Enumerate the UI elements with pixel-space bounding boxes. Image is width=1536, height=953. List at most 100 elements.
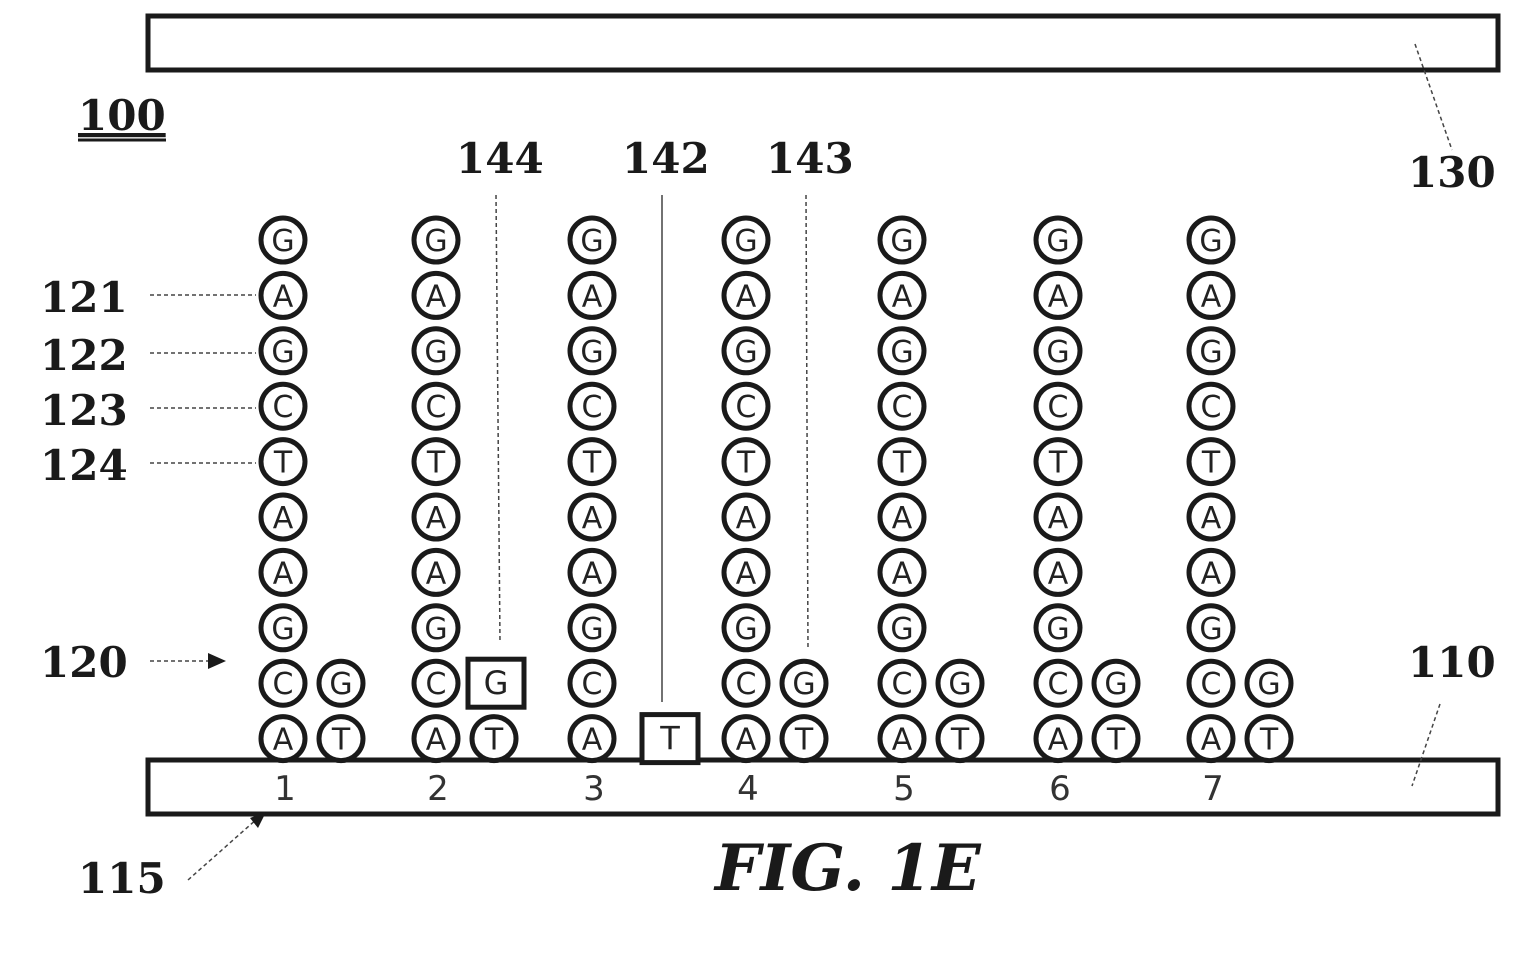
complement-7-top-letter: G (1257, 667, 1280, 702)
strand-6-base-7-letter: A (1048, 556, 1069, 591)
complement-2-top-square (465, 656, 527, 710)
strand-6-base-5-circle (1033, 437, 1083, 487)
strand-3-base-4-letter: C (582, 390, 603, 425)
complement-4-top-circle (779, 658, 829, 708)
strand-3-base-10-circle (567, 714, 617, 764)
strand-5-base-9-letter: C (892, 667, 913, 702)
position-number-1: 1 (274, 769, 296, 809)
strand-1-base-8-circle (258, 603, 308, 653)
strand-2-base-4-circle (411, 381, 461, 431)
strand-6-base-1-circle (1033, 215, 1083, 265)
strand-7-base-5-letter: T (1201, 446, 1221, 481)
strand-6-base-8-letter: G (1046, 612, 1069, 647)
label-120: 120 (40, 638, 128, 687)
strand-7-base-2-circle (1186, 270, 1236, 320)
strand-1-base-4-letter: C (273, 390, 294, 425)
strand-1-base-9-letter: C (273, 667, 294, 702)
figure-caption: FIG. 1E (713, 831, 982, 906)
strand-5-base-1-circle (877, 215, 927, 265)
strand-5-base-4-circle (877, 381, 927, 431)
strand-6-base-9-letter: C (1048, 667, 1069, 702)
strand-5-base-1-letter: G (890, 224, 913, 259)
strand-6-base-3-circle (1033, 326, 1083, 376)
strand-6-base-6-circle (1033, 492, 1083, 542)
label-110: 110 (1408, 638, 1496, 687)
strand-7-base-3-circle (1186, 326, 1236, 376)
strand-2-base-3-circle (411, 326, 461, 376)
strand-1-base-6-circle (258, 492, 308, 542)
strand-3-base-6-circle (567, 492, 617, 542)
strand-4-base-4-circle (721, 381, 771, 431)
strand-4-base-2-letter: A (736, 279, 757, 314)
complement-7-bottom-letter: T (1259, 723, 1279, 758)
strand-3-base-7-letter: A (582, 556, 603, 591)
complement-5-top-circle (935, 658, 985, 708)
top-plate (145, 13, 1501, 73)
leader-115 (187, 817, 259, 881)
complement-4-top-letter: G (792, 667, 815, 702)
label-142: 142 (622, 134, 710, 183)
strand-7-base-10-circle (1186, 714, 1236, 764)
strand-3-base-1-circle (567, 215, 617, 265)
strand-3-base-2-letter: A (582, 279, 603, 314)
arrowhead-115 (250, 812, 266, 828)
complement-3-bottom-square (639, 712, 701, 766)
strand-2-base-7-circle (411, 547, 461, 597)
strand-3-base-10-letter: A (582, 723, 603, 758)
strand-2-base-3-letter: G (424, 335, 447, 370)
strand-4-base-10-letter: A (736, 723, 757, 758)
strand-6-base-3-letter: G (1046, 335, 1069, 370)
strand-2-base-6-circle (411, 492, 461, 542)
strand-6-base-9-circle (1033, 658, 1083, 708)
strand-5-base-7-circle (877, 547, 927, 597)
strand-7-base-7-circle (1186, 547, 1236, 597)
strand-4-base-3-circle (721, 326, 771, 376)
strand-7-base-8-letter: G (1199, 612, 1222, 647)
strand-5-base-8-letter: G (890, 612, 913, 647)
strand-3-base-9-circle (567, 658, 617, 708)
strand-1-base-2-circle (258, 270, 308, 320)
strand-5-base-6-letter: A (892, 501, 913, 536)
strand-4-base-10-circle (721, 714, 771, 764)
strand-5-base-3-letter: G (890, 335, 913, 370)
complement-2-bottom-circle (469, 714, 519, 764)
strand-4-base-9-letter: C (736, 667, 757, 702)
strand-3-base-5-circle (567, 437, 617, 487)
strand-7-base-4-circle (1186, 381, 1236, 431)
strand-5-base-5-letter: T (892, 446, 912, 481)
complement-6-top-circle (1091, 658, 1141, 708)
strand-5-base-2-letter: A (892, 279, 913, 314)
leader-110 (1411, 703, 1441, 787)
strand-1-base-2-letter: A (273, 279, 294, 314)
strand-7-base-3-letter: G (1199, 335, 1222, 370)
strand-4-base-5-letter: T (736, 446, 756, 481)
strand-6-base-4-circle (1033, 381, 1083, 431)
complement-2-top-letter: G (484, 664, 509, 702)
strand-4-base-1-letter: G (734, 224, 757, 259)
label-143: 143 (766, 134, 854, 183)
strand-1-base-10-circle (258, 714, 308, 764)
strand-4-base-4-letter: C (736, 390, 757, 425)
complement-1-top-circle (316, 658, 366, 708)
strand-7-base-2-letter: A (1201, 279, 1222, 314)
strand-6-base-6-letter: A (1048, 501, 1069, 536)
strand-2-base-5-circle (411, 437, 461, 487)
strand-6-base-5-letter: T (1048, 446, 1068, 481)
complement-1-top-letter: G (329, 667, 352, 702)
strand-4-base-9-circle (721, 658, 771, 708)
strand-5-base-2-circle (877, 270, 927, 320)
strand-2-base-7-letter: A (426, 556, 447, 591)
complement-3-bottom-letter: T (659, 720, 680, 758)
strand-4-base-7-circle (721, 547, 771, 597)
strand-1-base-9-circle (258, 658, 308, 708)
strand-2-base-9-circle (411, 658, 461, 708)
strand-6-base-8-circle (1033, 603, 1083, 653)
strand-7-base-1-circle (1186, 215, 1236, 265)
strand-7-base-6-circle (1186, 492, 1236, 542)
strand-4-base-3-letter: G (734, 335, 757, 370)
strand-3-base-1-letter: G (580, 224, 603, 259)
strand-1-base-4-circle (258, 381, 308, 431)
strand-2-base-1-circle (411, 215, 461, 265)
strand-3-base-5-letter: T (582, 446, 602, 481)
